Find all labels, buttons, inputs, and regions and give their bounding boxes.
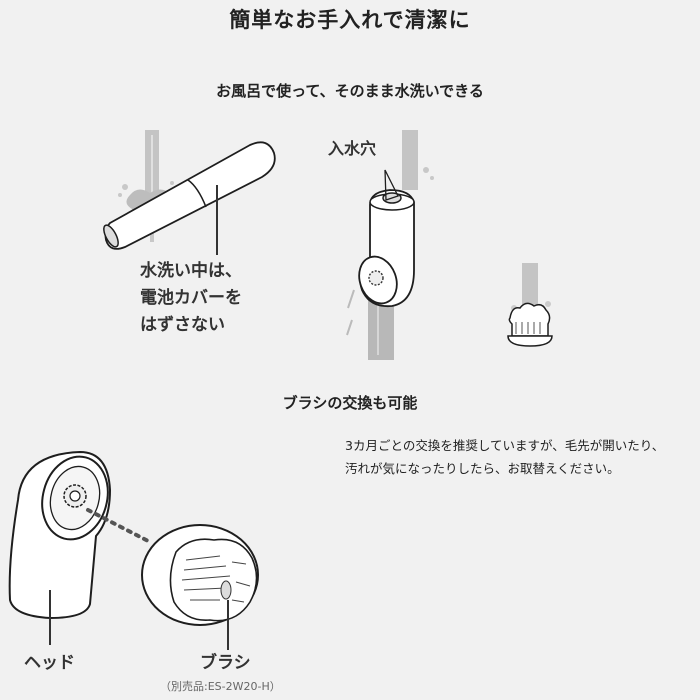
brush-section-heading: ブラシの交換も可能 (282, 394, 418, 412)
brush-note: （別売品:ES-2W20-H） (160, 680, 281, 693)
description-line: 汚れが気になったりしたら、お取替えください。 (345, 461, 620, 476)
page-title: 簡単なお手入れで清潔に (229, 8, 471, 32)
device-head-icon (346, 130, 434, 360)
device-body-icon (103, 130, 276, 255)
callout-line: 水洗い中は、 (140, 261, 242, 281)
description-line: 3カ月ごとの交換を推奨していますが、毛先が開いたり、 (345, 438, 665, 453)
brush-label: ブラシ (200, 653, 251, 673)
brush-description: 3カ月ごとの交換を推奨していますが、毛先が開いたり、 汚れが気になったりしたら、… (345, 434, 664, 480)
callout-line: 電池カバーを (140, 288, 242, 308)
callout-line: はずさない (140, 315, 225, 335)
head-and-brush-icon (8, 450, 259, 650)
body-callout: 水洗い中は、 電池カバーを はずさない (140, 258, 242, 339)
head-label: ヘッド (24, 653, 75, 673)
brush-icon (507, 263, 553, 347)
wash-section-heading: お風呂で使って、そのまま水洗いできる (216, 82, 484, 100)
inlet-callout: 入水穴 (328, 139, 377, 158)
